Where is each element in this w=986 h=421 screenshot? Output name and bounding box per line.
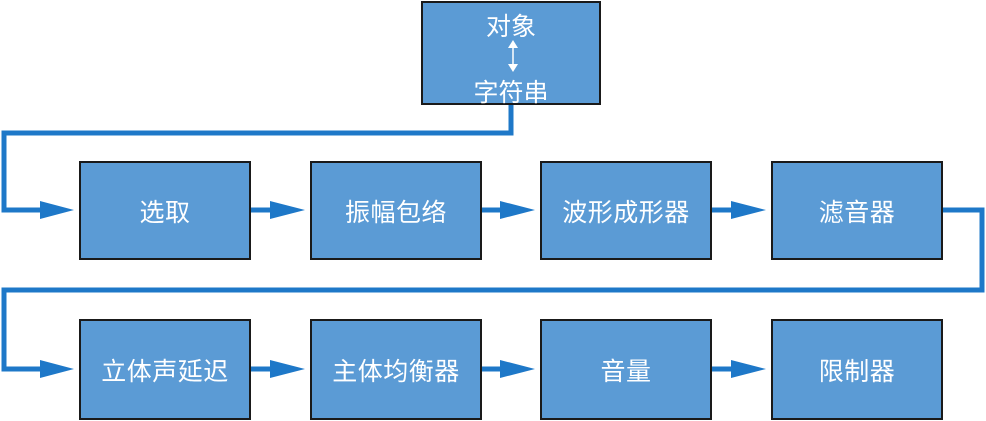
node-volume: 音量 xyxy=(540,319,712,420)
arrowhead xyxy=(731,360,766,378)
node-select: 选取 xyxy=(79,161,251,260)
node-amplitude-envelope: 振幅包络 xyxy=(310,161,482,260)
node-label-string: 字符串 xyxy=(473,78,549,107)
node-waveshaper: 波形成形器 xyxy=(540,161,712,260)
node-label: 振幅包络 xyxy=(344,197,447,227)
bidirectional-arrow-icon xyxy=(508,40,518,72)
arrowhead xyxy=(500,201,535,219)
arrowhead xyxy=(270,360,305,378)
arrowhead xyxy=(731,201,766,219)
node-filter: 滤音器 xyxy=(771,161,943,260)
arrowhead xyxy=(40,201,74,219)
node-label: 选取 xyxy=(139,197,191,227)
node-label: 主体均衡器 xyxy=(332,356,460,386)
connector-row1-to-row2 xyxy=(1,207,985,372)
connector-top-to-row1 xyxy=(1,105,514,213)
node-limiter: 限制器 xyxy=(771,319,943,420)
node-label: 限制器 xyxy=(818,356,896,386)
object-string-node: 对象 字符串 xyxy=(421,1,601,107)
arrowhead xyxy=(270,201,305,219)
node-stereo-delay: 立体声延迟 xyxy=(79,319,251,420)
node-label: 音量 xyxy=(600,356,652,386)
node-label-object: 对象 xyxy=(485,12,536,41)
arrowhead xyxy=(500,360,535,378)
node-label: 立体声延迟 xyxy=(101,356,229,386)
node-label: 波形成形器 xyxy=(562,197,690,227)
arrowhead xyxy=(40,360,74,378)
node-body-eq: 主体均衡器 xyxy=(310,319,482,420)
node-label: 滤音器 xyxy=(818,197,896,227)
